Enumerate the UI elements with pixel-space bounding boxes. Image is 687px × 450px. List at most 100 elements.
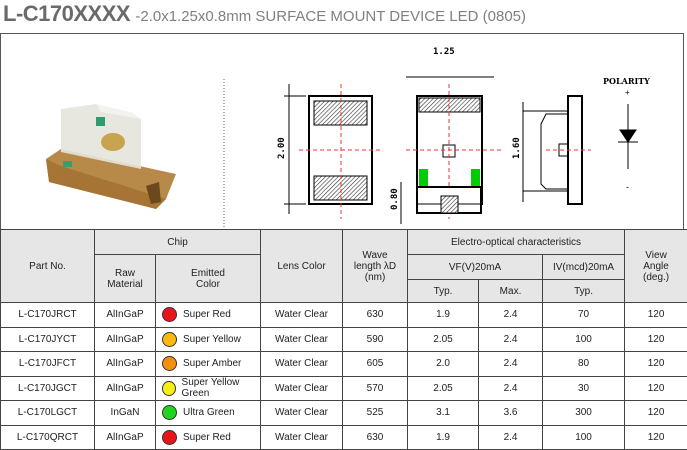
top-view [284,84,383,219]
wavelength: 605 [343,352,408,377]
raw-material: AlInGaP [95,425,156,450]
vf-typ: 2.05 [408,376,479,401]
vf-typ: 2.05 [408,327,479,352]
iv-typ: 70 [543,303,625,328]
color-dot-icon [162,332,177,347]
wavelength: 630 [343,303,408,328]
spec-table: Part No. Chip Lens Color Wave length λD … [0,229,687,450]
polarity-minus: - [626,182,629,192]
wavelength: 570 [343,376,408,401]
color-name: Super Amber [183,358,241,369]
part-number: L-C170JFCT [1,352,95,377]
lens-color: Water Clear [261,352,343,377]
part-series: L-C170XXXX [3,1,130,26]
part-number: L-C170JYCT [1,327,95,352]
iv-typ: 100 [543,425,625,450]
led-photo [46,104,176,209]
color-name: Super Red [183,432,231,443]
lens-color: Water Clear [261,425,343,450]
drawing-panel: 1.25 2.00 1.60 0.80 POLARITY + - [0,33,684,230]
raw-material: AlInGaP [95,352,156,377]
col-view-angle: View Angle (deg.) [625,230,687,303]
col-chip: Chip [95,230,261,255]
dim-width: 1.25 [433,47,455,57]
view-angle: 120 [625,401,687,426]
dim-side: 1.60 [512,137,522,159]
dim-height: 0.80 [390,188,400,210]
iv-typ: 100 [543,327,625,352]
col-electro-optical: Electro-optical characteristics [408,230,625,255]
vf-typ: 3.1 [408,401,479,426]
emitted-color: Super Yellow [156,327,261,352]
vf-max: 2.4 [479,327,543,352]
wavelength: 590 [343,327,408,352]
vf-typ: 1.9 [408,303,479,328]
col-vf: VF(V)20mA [408,255,543,280]
vf-typ: 1.9 [408,425,479,450]
raw-material: AlInGaP [95,327,156,352]
color-name: Super Yellow [183,334,241,345]
polarity-diode-icon [618,104,638,169]
emitted-color: Super Red [156,425,261,450]
color-name: Ultra Green [183,407,235,418]
col-emitted-color: Emitted Color [156,255,261,303]
vf-max: 2.4 [479,376,543,401]
col-part-no: Part No. [1,230,95,303]
lens-color: Water Clear [261,376,343,401]
dimension-drawing: 1.25 2.00 1.60 0.80 POLARITY + - [1,34,683,230]
part-number: L-C170JRCT [1,303,95,328]
vf-max: 2.4 [479,303,543,328]
lens-color: Water Clear [261,401,343,426]
view-angle: 120 [625,376,687,401]
iv-typ: 300 [543,401,625,426]
vf-typ: 2.0 [408,352,479,377]
vf-max: 3.6 [479,401,543,426]
emitted-color: Super Red [156,303,261,328]
dim-length: 2.00 [277,137,287,159]
col-iv-typ: Typ. [543,280,625,303]
part-number: L-C170QRCT [1,425,95,450]
col-vf-max: Max. [479,280,543,303]
color-name: Super Yellow Green [182,377,260,399]
wavelength: 525 [343,401,408,426]
col-vf-typ: Typ. [408,280,479,303]
polarity-label: POLARITY [603,76,650,86]
emitted-color: Super Amber [156,352,261,377]
page-title: L-C170XXXX -2.0x1.25x0.8mm SURFACE MOUNT… [3,1,526,27]
col-lens-color: Lens Color [261,230,343,303]
col-wavelength: Wave length λD (nm) [343,230,408,303]
color-dot-icon [162,430,177,445]
color-dot-icon [162,356,177,371]
iv-typ: 80 [543,352,625,377]
color-dot-icon [162,381,176,396]
view-angle: 120 [625,327,687,352]
lens-color: Water Clear [261,303,343,328]
lens-color: Water Clear [261,327,343,352]
vf-max: 2.4 [479,425,543,450]
color-dot-icon [162,405,177,420]
side-view [523,96,591,204]
col-raw-material: Raw Material [95,255,156,303]
emitted-color: Super Yellow Green [156,376,261,401]
wavelength: 630 [343,425,408,450]
polarity-plus: + [625,88,630,97]
color-name: Super Red [183,309,231,320]
raw-material: InGaN [95,401,156,426]
part-number: L-C170LGCT [1,401,95,426]
part-number: L-C170JGCT [1,376,95,401]
iv-typ: 30 [543,376,625,401]
view-angle: 120 [625,352,687,377]
col-iv: IV(mcd)20mA [543,255,625,280]
title-description: -2.0x1.25x0.8mm SURFACE MOUNT DEVICE LED… [135,8,526,25]
view-angle: 120 [625,425,687,450]
color-dot-icon [162,307,177,322]
view-angle: 120 [625,303,687,328]
raw-material: AlInGaP [95,376,156,401]
raw-material: AlInGaP [95,303,156,328]
